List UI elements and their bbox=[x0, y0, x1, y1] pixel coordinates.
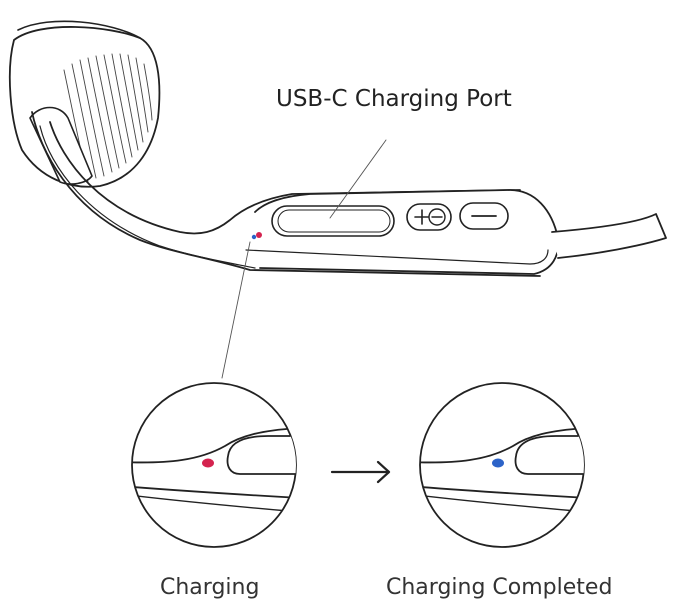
led-indicator-blue bbox=[251, 234, 257, 240]
band-inner bbox=[49, 121, 521, 235]
charging-zoom-circle bbox=[131, 382, 297, 548]
band-outer bbox=[31, 111, 541, 277]
housing-lower-edge bbox=[245, 249, 549, 265]
usb-c-port-label: USB-C Charging Port bbox=[276, 86, 512, 112]
charging-completed-label: Charging Completed bbox=[386, 575, 613, 600]
completed-zoom-circle bbox=[419, 382, 585, 548]
completed-led bbox=[492, 458, 504, 468]
led-leader-line bbox=[221, 241, 251, 379]
plus-button-icon[interactable] bbox=[406, 203, 452, 231]
cable bbox=[551, 213, 667, 259]
minus-button-icon[interactable] bbox=[459, 202, 509, 230]
right-arrow-icon bbox=[330, 460, 391, 484]
band-edge bbox=[39, 125, 256, 269]
control-housing bbox=[245, 189, 560, 275]
port-leader-line bbox=[329, 139, 387, 219]
usb-c-port-inner bbox=[277, 209, 391, 233]
earpiece-texture bbox=[63, 53, 153, 183]
earpiece bbox=[8, 20, 161, 188]
led-indicator-red bbox=[256, 232, 262, 238]
charging-led bbox=[202, 458, 214, 468]
neck-band bbox=[31, 111, 541, 277]
charging-label: Charging bbox=[160, 575, 260, 600]
earpiece-rim bbox=[17, 20, 141, 39]
